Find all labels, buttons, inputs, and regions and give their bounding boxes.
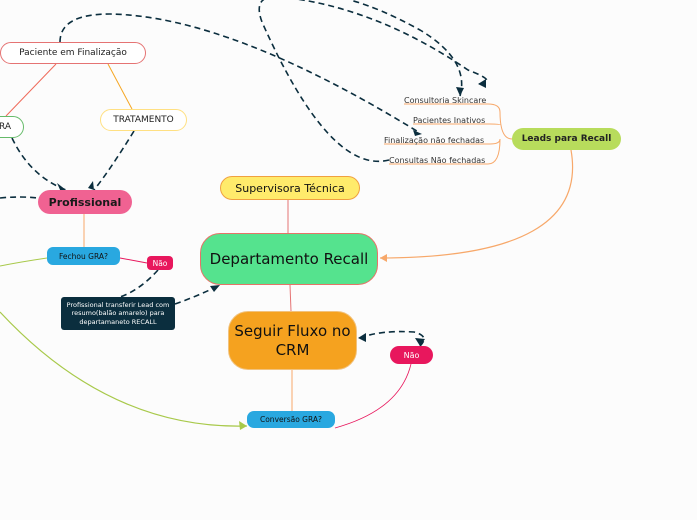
leaf-consultoria-skincare[interactable]: Consultoria Skincare — [404, 96, 487, 105]
node-tratamento[interactable]: TRATAMENTO — [100, 109, 187, 131]
arrowhead-dept — [210, 285, 220, 292]
link-paciente-ra — [5, 63, 57, 117]
node-supervisora-tecnica[interactable]: Supervisora Técnica — [220, 176, 360, 200]
node-leads-label: Leads para Recall — [521, 134, 612, 144]
node-paciente-label: Paciente em Finalização — [19, 48, 127, 58]
node-fechou-gra[interactable]: Fechou GRA? — [47, 247, 120, 265]
arrowhead-finalizacao — [413, 130, 422, 136]
arrowhead-profissional-2 — [88, 181, 94, 190]
arrowhead-conversao — [239, 421, 247, 430]
node-conversao-gra-label: Conversão GRA? — [259, 415, 323, 424]
node-conversao-gra[interactable]: Conversão GRA? — [247, 411, 335, 428]
link-dept-seguir — [289, 284, 292, 312]
leaf-pacientes-inativos[interactable]: Pacientes Inativos — [413, 116, 486, 125]
dash-consultas-loop — [258, 0, 488, 163]
node-departamento-label: Departamento Recall — [209, 249, 369, 268]
link-fechou-left — [0, 257, 48, 267]
node-paciente-finalizacao[interactable]: Paciente em Finalização — [0, 42, 146, 64]
node-ra[interactable]: RA — [0, 116, 24, 138]
node-seguir-fluxo-crm[interactable]: Seguir Fluxo no CRM — [228, 311, 357, 370]
dash-top-loop — [59, 13, 421, 134]
link-leads-dept — [379, 149, 574, 259]
dash-ra-profissional — [11, 137, 67, 191]
dash-consultoria-loop — [349, 0, 463, 97]
node-profissional-label: Profissional — [48, 195, 122, 209]
node-tratamento-label: TRATAMENTO — [113, 115, 174, 125]
link-nao2-conversao — [334, 363, 412, 429]
node-profissional[interactable]: Profissional — [38, 190, 132, 214]
arrowhead-nao2 — [415, 338, 425, 346]
node-supervisora-label: Supervisora Técnica — [235, 181, 345, 195]
link-paciente-tratamento — [107, 63, 133, 110]
dash-tratamento-profissional — [93, 130, 135, 191]
leaf-consultas-nao-fechadas[interactable]: Consultas Não fechadas — [389, 156, 486, 165]
arrowhead-profissional-1 — [57, 183, 66, 192]
node-nao-2[interactable]: Não — [390, 346, 433, 364]
link-green-conversao — [0, 311, 248, 427]
node-seguir-fluxo-label: Seguir Fluxo no CRM — [234, 321, 351, 359]
node-nao-1-label: Não — [152, 258, 168, 268]
link-fechou-nao — [119, 257, 148, 264]
bracket-leads — [384, 103, 513, 165]
dash-nao2-seguir — [359, 330, 425, 347]
node-profissional-transferir[interactable]: Profissional transferir Lead com resumo(… — [61, 297, 175, 330]
arrowhead-pacientes — [478, 79, 486, 88]
node-departamento-recall[interactable]: Departamento Recall — [200, 233, 378, 285]
node-ra-label: RA — [0, 122, 11, 132]
node-nao-1[interactable]: Não — [147, 256, 173, 270]
node-profissional-transferir-label: Profissional transferir Lead com resumo(… — [66, 300, 170, 326]
node-leads-para-recall[interactable]: Leads para Recall — [512, 128, 621, 150]
arrowhead-seguir — [358, 333, 366, 342]
arrowhead-dept-right — [380, 254, 387, 262]
node-fechou-gra-label: Fechou GRA? — [59, 251, 108, 261]
dash-left-profissional — [0, 196, 39, 199]
arrowhead-consultoria — [456, 87, 464, 96]
dash-nao1-note — [119, 269, 159, 298]
node-nao-2-label: Não — [403, 350, 420, 360]
leaf-finalizacao-nao-fechadas[interactable]: Finalização não fechadas — [384, 136, 485, 145]
